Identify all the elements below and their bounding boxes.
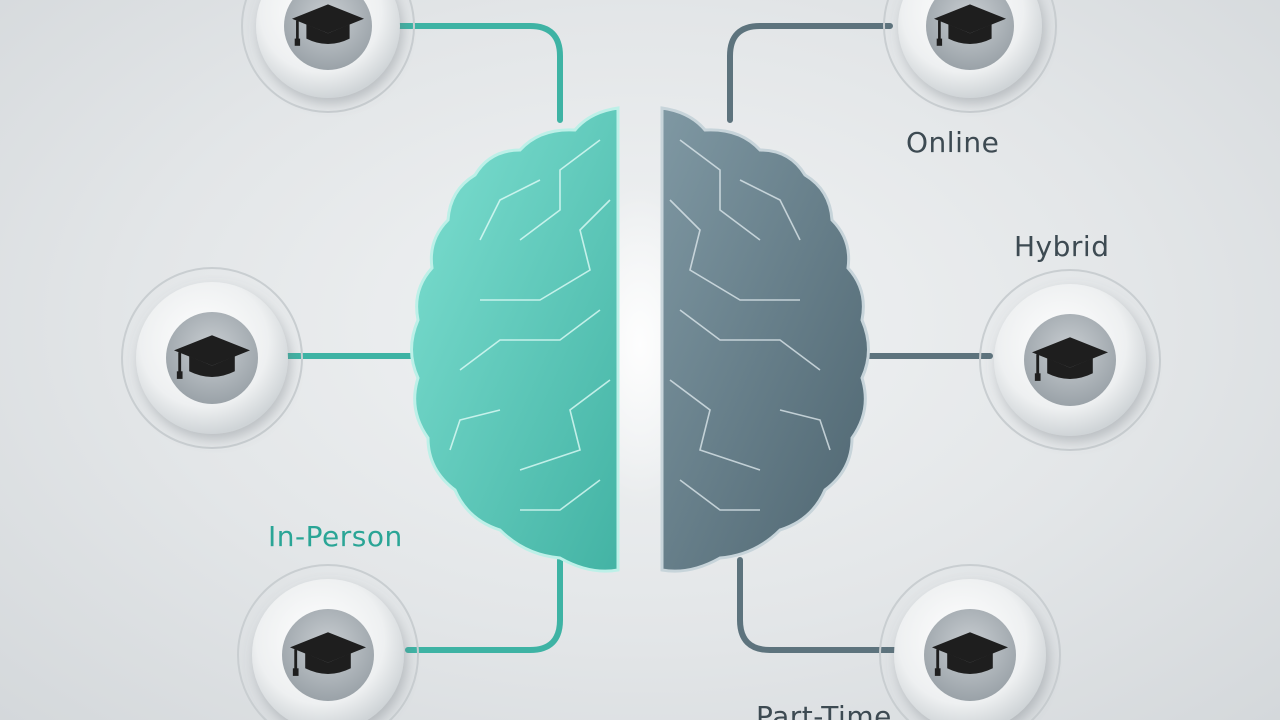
node-bottom-left bbox=[237, 564, 419, 720]
circuit-traces-right bbox=[669, 139, 831, 511]
connector-top-right bbox=[727, 23, 893, 123]
node-bottom-right bbox=[879, 564, 1061, 720]
node-mid-left bbox=[121, 267, 303, 449]
label-online: Online bbox=[906, 126, 1000, 159]
circuit-traces-left bbox=[449, 139, 611, 511]
connector-bottom-right bbox=[737, 557, 903, 653]
node-top-right bbox=[883, 0, 1057, 113]
connector-bottom-left bbox=[405, 557, 563, 653]
node-mid-right bbox=[979, 269, 1161, 451]
label-hybrid: Hybrid bbox=[1014, 230, 1110, 263]
brain bbox=[410, 106, 870, 573]
connector-top-left bbox=[397, 23, 563, 123]
connectors bbox=[285, 23, 993, 653]
label-in-person: In-Person bbox=[268, 520, 403, 553]
node-top-left bbox=[241, 0, 415, 113]
label-part-time: Part-Time bbox=[756, 700, 892, 720]
